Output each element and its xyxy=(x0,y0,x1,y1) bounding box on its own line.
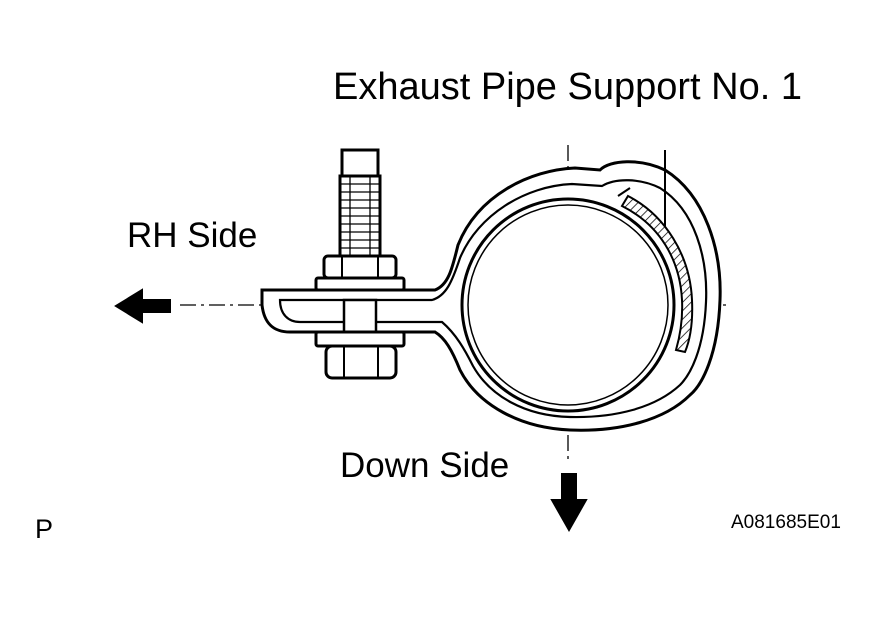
lower-nut xyxy=(314,330,406,380)
rh-side-label: RH Side xyxy=(127,216,258,255)
cushion-end-line xyxy=(617,187,631,197)
clamp-band-inner xyxy=(278,179,708,419)
rh-side-arrow xyxy=(114,288,171,324)
exhaust-pipe-inner xyxy=(467,204,669,406)
upper-nut xyxy=(314,254,406,292)
bolt xyxy=(338,148,382,262)
figure-code-label: A081685E01 xyxy=(731,512,841,533)
down-side-arrow xyxy=(550,473,588,533)
down-side-label: Down Side xyxy=(340,446,510,485)
part-name-label: Exhaust Pipe Support No. 1 xyxy=(333,66,802,108)
exhaust-pipe xyxy=(460,197,676,413)
view-marker-label: P xyxy=(35,514,54,544)
rubber-cushion-hatched xyxy=(620,194,694,354)
